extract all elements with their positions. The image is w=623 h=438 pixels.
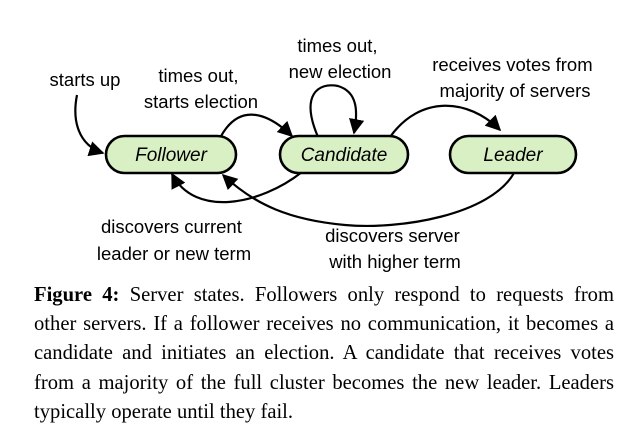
- label-starts-up: starts up: [50, 69, 121, 90]
- label-timeout-new-election: times out, new election: [289, 35, 392, 82]
- server-state-diagram: Follower Candidate Leader starts up time…: [50, 35, 598, 272]
- state-candidate: Candidate: [278, 134, 410, 175]
- figure-label: Figure 4:: [34, 284, 120, 306]
- edge-starts-up: [74, 94, 105, 157]
- edge-candidate-to-follower: [171, 171, 303, 204]
- label-timeout-election: times out, starts election: [144, 65, 258, 112]
- label-discovers-current-leader: discovers current leader or new term: [97, 216, 251, 264]
- state-leader-label: Leader: [483, 145, 543, 166]
- edge-follower-to-candidate: [219, 113, 294, 139]
- state-leader: Leader: [448, 134, 578, 175]
- label-discovers-higher-term: discovers server with higher term: [325, 225, 465, 272]
- edge-candidate-to-leader: [389, 104, 502, 138]
- state-follower: Follower: [104, 134, 238, 175]
- state-candidate-label: Candidate: [301, 145, 388, 166]
- edge-leader-to-follower: [221, 172, 515, 227]
- figure-caption: Figure 4: Server states. Followers only …: [34, 281, 614, 427]
- state-follower-label: Follower: [135, 145, 207, 166]
- edge-candidate-self-loop: [309, 84, 365, 138]
- label-receives-votes: receives votes from majority of servers: [432, 54, 598, 101]
- caption-text: Server states. Followers only respond to…: [34, 284, 614, 423]
